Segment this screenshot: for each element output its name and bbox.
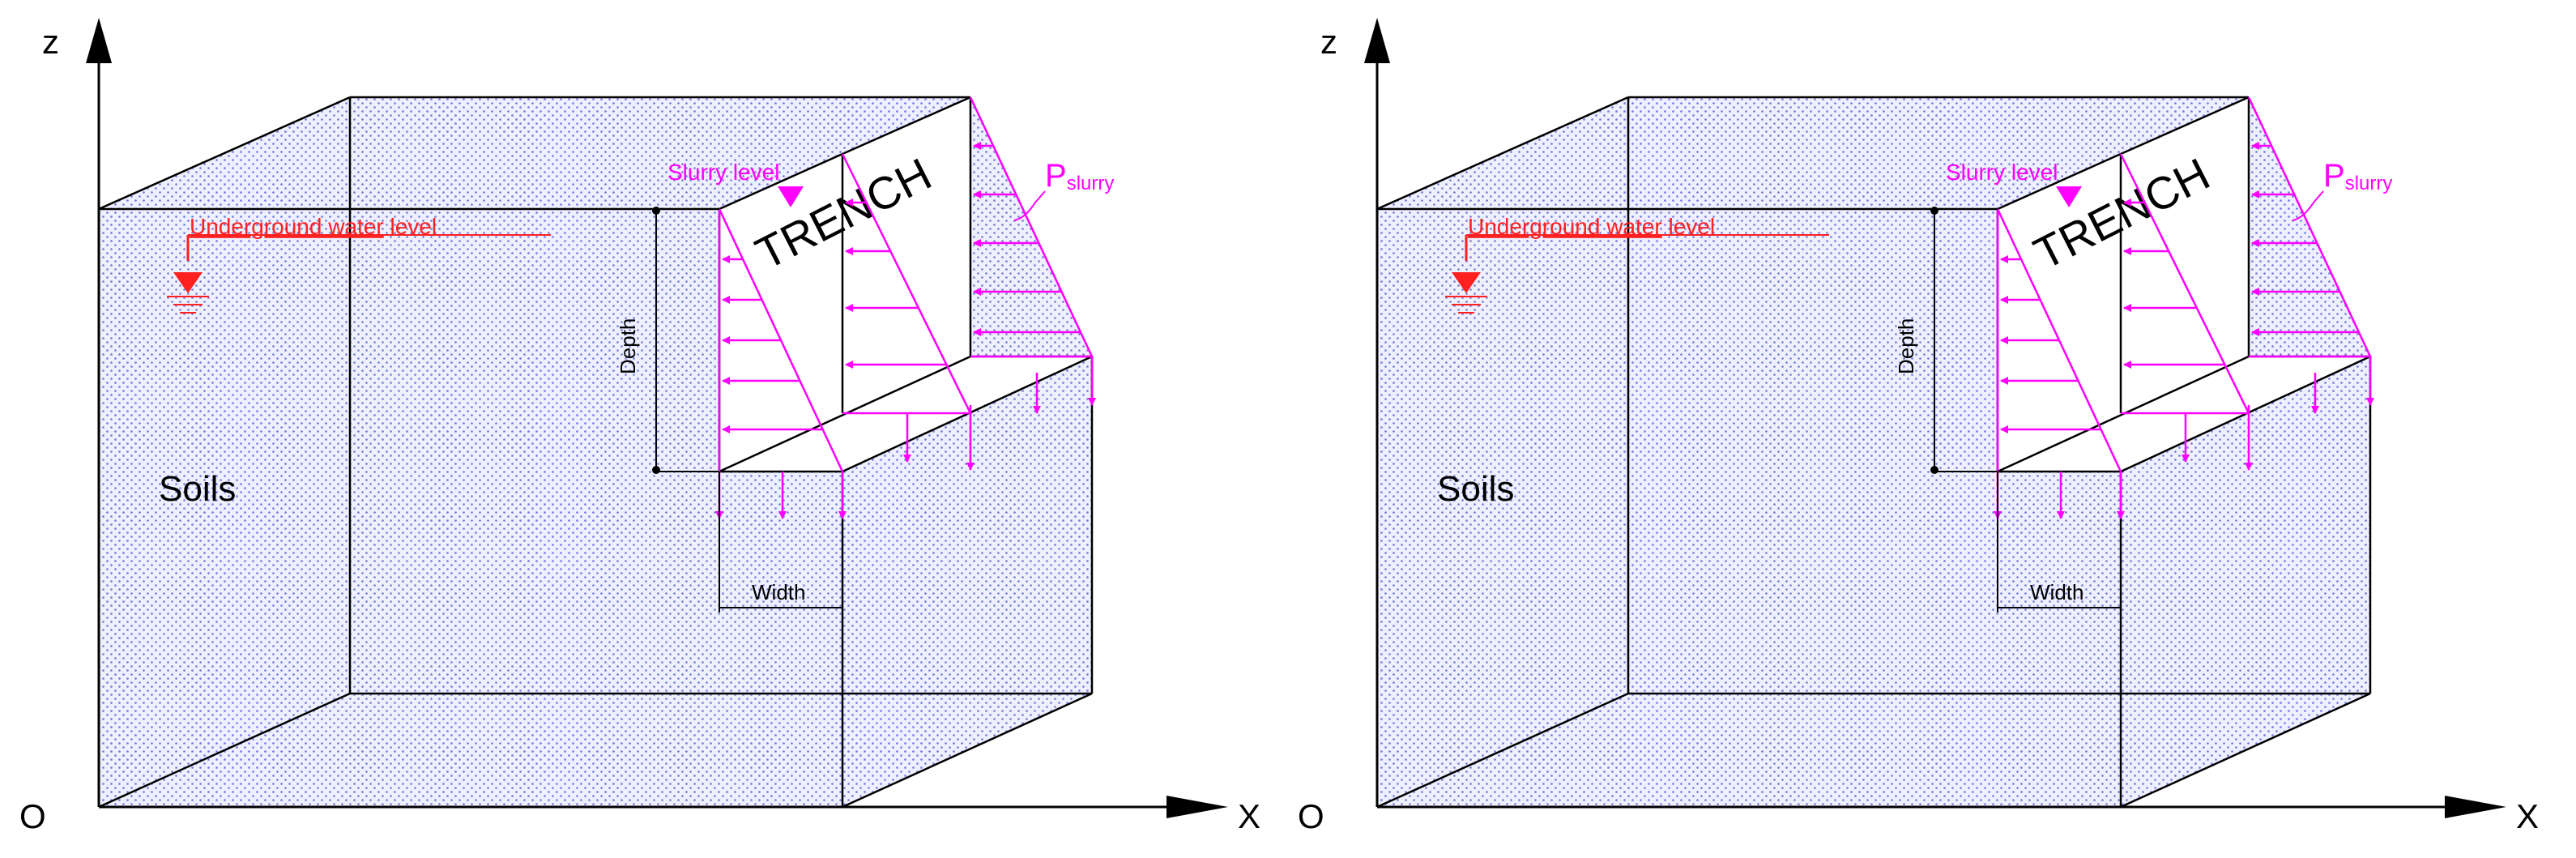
edge	[719, 152, 843, 211]
x-axis-label: X	[1238, 797, 1260, 835]
pressure-label: Pslurry	[2323, 158, 2392, 194]
slurry-pressure-diagram	[1994, 96, 2374, 519]
soil-top-face	[99, 97, 970, 209]
depth-dimension	[648, 207, 719, 474]
water-level-label: Underground water level	[1468, 214, 1715, 239]
water-level-marker	[1445, 234, 1829, 314]
slurry-level-triangle-icon	[778, 186, 804, 207]
width-dimension	[1997, 472, 2121, 613]
depth-label: Depth	[1894, 318, 1918, 374]
slurry-pressure-diagram	[715, 96, 1096, 519]
edge	[842, 692, 1093, 809]
soils-label: Soils	[1437, 469, 1514, 509]
depth-dimension	[1926, 207, 1998, 474]
trench-diagram: z X O Soils Underground water level Slur…	[1298, 18, 2539, 835]
depth-tick-icon	[652, 466, 660, 474]
slurry-level-triangle-icon	[2056, 186, 2082, 207]
water-triangle-icon	[173, 272, 203, 293]
x-axis-arrow-icon	[1166, 796, 1228, 818]
water-triangle-icon	[1452, 272, 1481, 293]
depth-tick-icon	[652, 207, 660, 215]
origin-label: O	[19, 797, 46, 835]
soil-upper-right-face	[2244, 97, 2370, 413]
edge	[98, 96, 351, 211]
water-level-marker	[167, 234, 551, 314]
width-dimension	[719, 472, 842, 613]
width-label: Width	[2030, 580, 2083, 604]
slurry-level-label: Slurry level	[667, 160, 779, 185]
soil-top-face	[1377, 97, 2249, 209]
z-axis-label: z	[1320, 23, 1337, 61]
edge	[1376, 692, 1629, 809]
pressure-label: Pslurry	[1045, 158, 1114, 194]
edge	[1376, 96, 1629, 211]
edge	[98, 692, 351, 809]
z-axis-arrow-icon	[86, 18, 112, 63]
soils-label: Soils	[159, 469, 236, 509]
depth-tick-icon	[1930, 466, 1938, 474]
edge	[2120, 96, 2250, 156]
z-axis-label: z	[42, 23, 59, 61]
pressure-leader-line	[1013, 190, 1046, 221]
diagram-panel-left: z X O Soils Underground water level Slur…	[0, 0, 1280, 858]
width-label: Width	[752, 580, 805, 604]
depth-tick-icon	[1930, 207, 1938, 215]
axes	[97, 57, 1183, 809]
x-axis-label: X	[2516, 797, 2539, 835]
edge	[2120, 692, 2371, 809]
axes	[1375, 57, 2461, 809]
trench-diagram: z X O Soils Underground water level Slur…	[19, 18, 1260, 835]
origin-label: O	[1298, 797, 1324, 835]
depth-label: Depth	[616, 318, 640, 374]
z-axis-arrow-icon	[1364, 18, 1390, 63]
slurry-level-label: Slurry level	[1946, 160, 2058, 185]
edge	[842, 96, 971, 156]
diagram-panel-right: z X O Soils Underground water level Slur…	[1278, 0, 2558, 858]
water-level-label: Underground water level	[190, 214, 437, 239]
pressure-leader-line	[2292, 190, 2324, 221]
soil-upper-right-face	[966, 97, 1092, 413]
x-axis-arrow-icon	[2445, 796, 2506, 818]
edge	[1997, 152, 2122, 211]
